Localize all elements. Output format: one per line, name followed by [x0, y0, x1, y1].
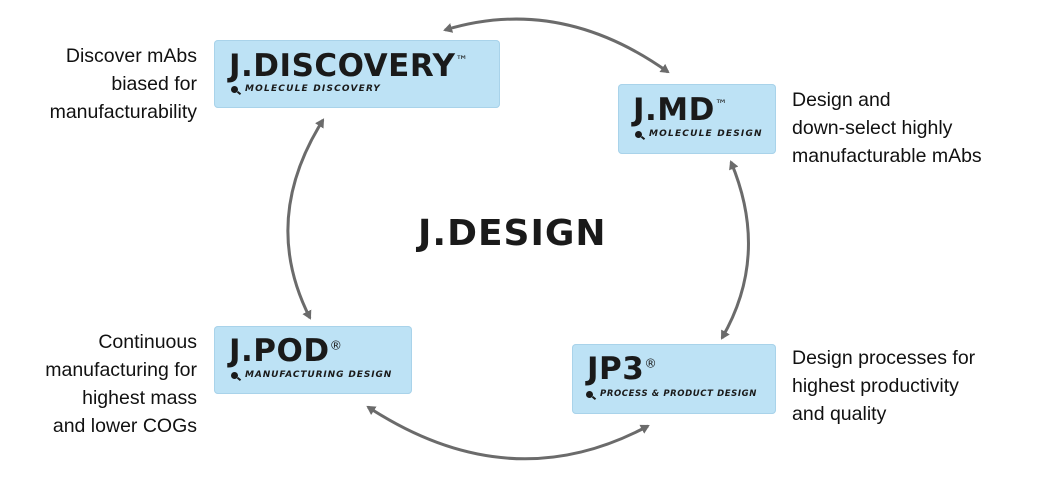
- node-md-title: J.MD™: [633, 92, 727, 128]
- node-jp3-name: JP3: [587, 351, 645, 387]
- node-md-description: Design and down-select highly manufactur…: [792, 89, 982, 167]
- node-discovery-subtitle-text: Molecule Discovery: [245, 84, 381, 94]
- node-discovery-subtitle: Molecule Discovery: [231, 84, 381, 94]
- node-pod-description: Continuous manufacturing for highest mas…: [45, 331, 197, 437]
- magnifier-icon: [231, 85, 238, 93]
- arrow-jp3-pod: [366, 405, 650, 461]
- node-pod-subtitle: Manufacturing Design: [231, 370, 392, 380]
- node-md-subtitle: Molecule Design: [635, 129, 763, 139]
- node-jp3-subtitle: Process & Product Design: [586, 389, 757, 399]
- node-pod-subtitle-text: Manufacturing Design: [245, 370, 393, 380]
- node-discovery-description: Discover mAbs biased for manufacturabili…: [49, 45, 197, 123]
- arrow-md-jp3: [720, 160, 750, 340]
- magnifier-icon: [231, 371, 238, 379]
- arrow-discovery-md: [443, 17, 670, 74]
- magnifier-icon: [586, 390, 593, 398]
- node-md-subtitle-text: Molecule Design: [649, 129, 763, 139]
- node-jp3: JP3® Process & Product Design: [572, 344, 776, 414]
- center-title: J.DESIGN: [418, 213, 607, 254]
- node-discovery-title: J.DISCOVERY™: [229, 48, 468, 84]
- arrow-pod-discovery: [286, 118, 325, 320]
- node-discovery-name: J.DISCOVERY: [229, 48, 456, 84]
- node-md: J.MD™ Molecule Design: [618, 84, 776, 154]
- trademark-mark: ™: [455, 52, 468, 68]
- node-md-name: J.MD: [633, 92, 715, 128]
- node-pod-name: J.POD: [229, 333, 330, 369]
- trademark-mark: ™: [714, 96, 728, 112]
- node-pod: J.POD® Manufacturing Design: [214, 326, 412, 394]
- magnifier-icon: [635, 130, 642, 138]
- node-jp3-title: JP3®: [587, 351, 657, 387]
- node-discovery: J.DISCOVERY™ Molecule Discovery: [214, 40, 500, 108]
- registered-mark: ®: [329, 337, 343, 353]
- node-pod-title: J.POD®: [229, 333, 342, 369]
- node-jp3-subtitle-text: Process & Product Design: [600, 389, 757, 399]
- registered-mark: ®: [644, 355, 657, 371]
- node-jp3-description: Design processes for highest productivit…: [792, 347, 976, 425]
